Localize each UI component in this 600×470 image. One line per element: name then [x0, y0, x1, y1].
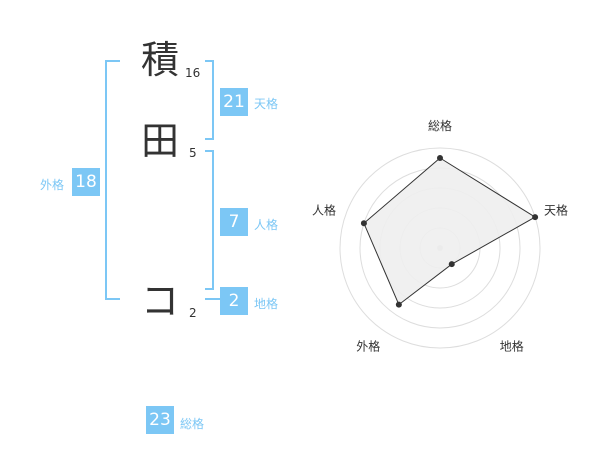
jinkaku-badge: 7 [220, 208, 248, 236]
tenkaku-badge: 21 [220, 88, 248, 116]
soukaku-label: 総格 [180, 417, 205, 431]
jinkaku-bracket-vertical [212, 150, 214, 290]
radar-point-0 [437, 155, 443, 161]
radar-point-1 [532, 214, 539, 221]
chikaku-badge: 2 [220, 287, 248, 315]
tenkaku-label: 天格 [254, 97, 279, 111]
radar-point-4 [360, 220, 367, 227]
tenkaku-bracket-vertical [212, 60, 214, 140]
gaikaku-bracket-vertical [105, 60, 107, 300]
jinkaku-label: 人格 [254, 218, 279, 232]
chikaku-connector [205, 298, 220, 300]
radar-axis-label-1: 天格 [544, 202, 568, 217]
radar-points [360, 155, 539, 308]
gaikaku-bracket-top [105, 60, 120, 62]
radar-axis-label-3: 外格 [356, 339, 380, 354]
radar-axis-label-4: 人格 [312, 202, 336, 217]
tenkaku-bracket-bottom [205, 138, 214, 140]
tenkaku-bracket-top [205, 60, 214, 62]
name-char-1: 積 [141, 38, 180, 82]
stroke-count-3: 2 [189, 306, 197, 320]
stroke-count-1: 16 [185, 66, 201, 80]
soukaku-badge: 23 [146, 406, 174, 434]
radar-point-2 [448, 261, 455, 268]
chikaku-label: 地格 [254, 297, 279, 311]
radar-axis-label-0: 総格 [428, 118, 452, 133]
radar-ring [339, 147, 541, 349]
name-char-3: コ [141, 279, 180, 323]
stroke-count-2: 5 [189, 146, 197, 160]
radar-point-3 [395, 301, 402, 308]
jinkaku-bracket-top [205, 150, 214, 152]
radar-area [363, 157, 537, 306]
gaikaku-label: 外格 [40, 178, 65, 192]
jinkaku-bracket-bottom [205, 288, 214, 290]
radar-axis-label-2: 地格 [500, 339, 524, 354]
gaikaku-bracket-bottom [105, 298, 120, 300]
gaikaku-badge: 18 [72, 168, 100, 196]
name-char-2: 田 [141, 119, 180, 163]
